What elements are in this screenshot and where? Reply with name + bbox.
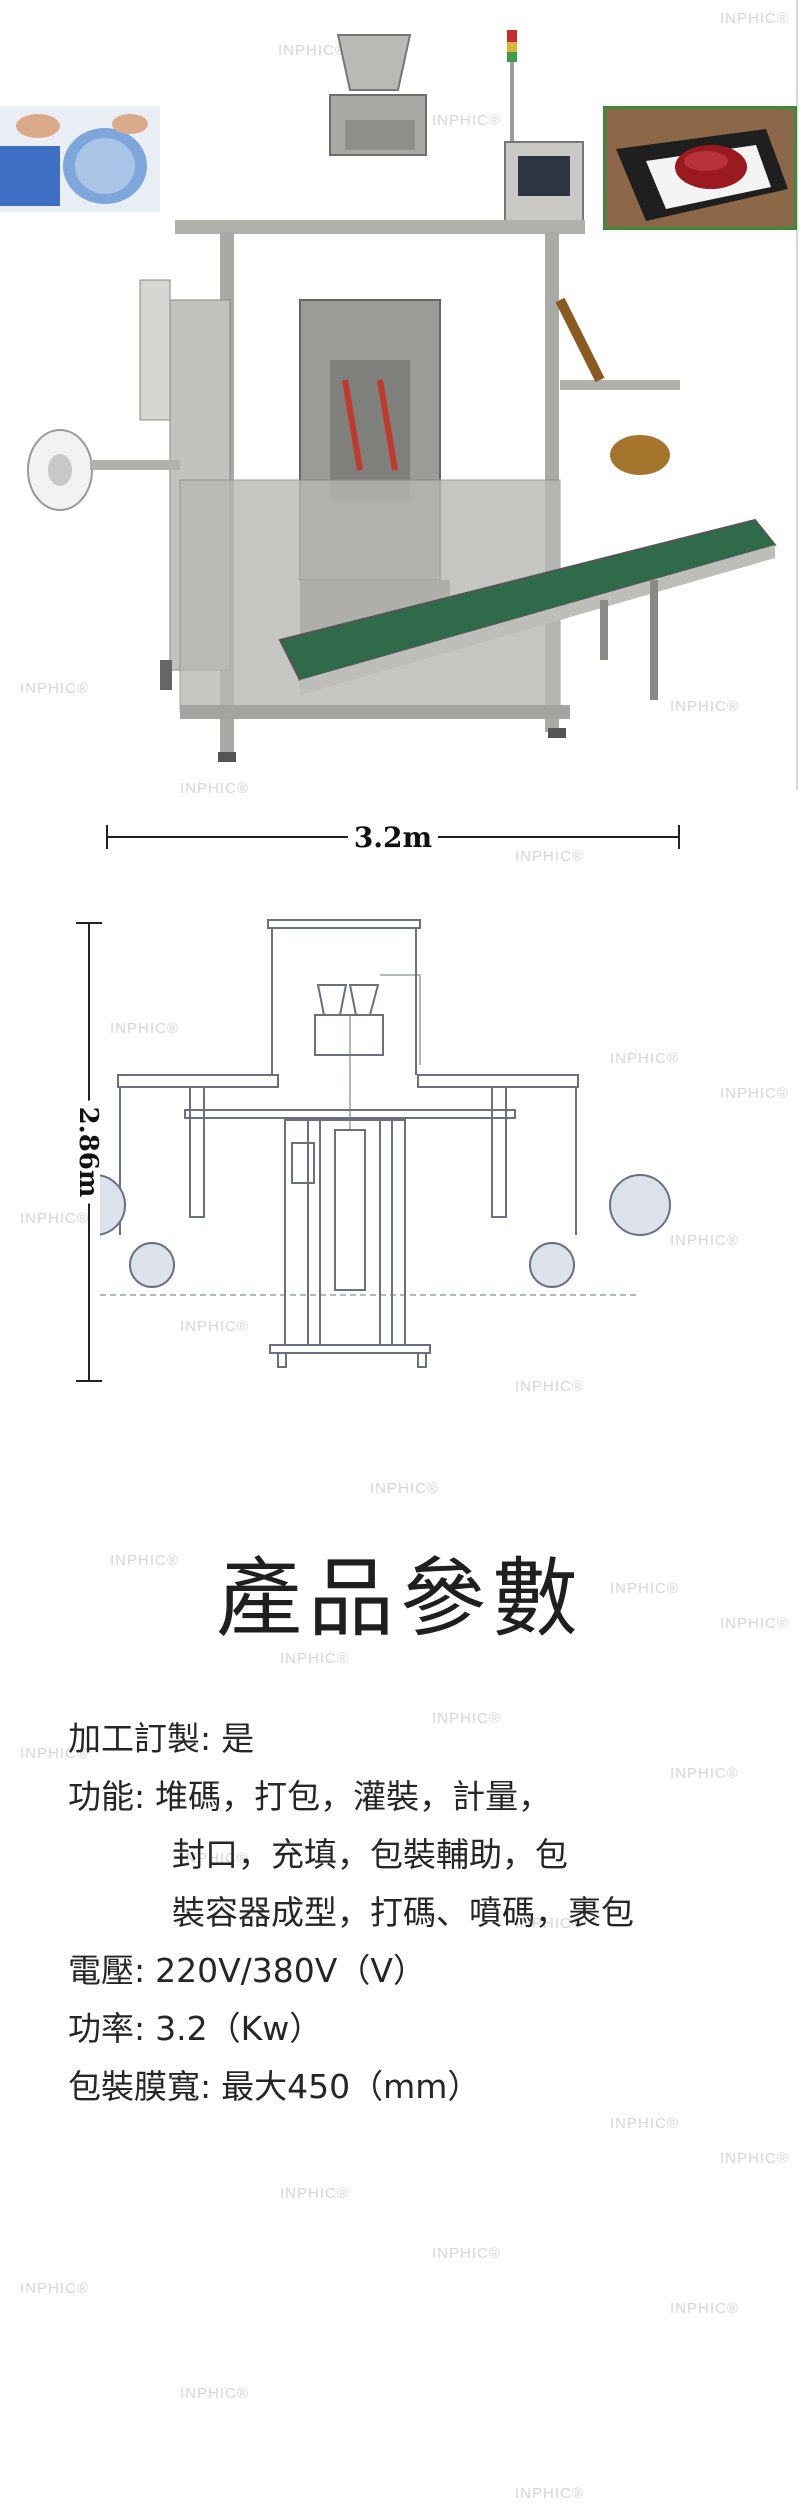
watermark: INPHIC® [20,2280,89,2297]
parameter-key: 功能: [68,1777,146,1816]
parameter-key: 加工訂製: [68,1719,212,1758]
watermark: INPHIC® [432,1710,501,1727]
parameter-value: 3.2（Kw） [155,2009,323,2048]
parameter-row: 包裝膜寬: 最大450（mm） [68,2058,768,2116]
machine-photo [27,30,777,762]
parameter-key: 功率: [68,2009,146,2048]
parameter-row: 加工訂製: 是 [68,1710,768,1768]
watermark: INPHIC® [515,1915,584,1932]
watermark: INPHIC® [670,1765,739,1782]
watermark: INPHIC® [610,2115,679,2132]
width-dimension-label: 3.2m [347,821,439,854]
parameter-list: 加工訂製: 是 功能: 堆碼，打包，灌裝，計量， 封口，充填，包裝輔助，包 裝容… [68,1710,768,2116]
watermark: INPHIC® [20,680,89,697]
watermark: INPHIC® [280,1650,349,1667]
parameter-value: 最大450（mm） [221,2067,481,2106]
parameter-value: 是 [221,1719,255,1758]
watermark: INPHIC® [610,1050,679,1067]
parameter-row: 電壓: 220V/380V（V） [68,1942,768,2000]
watermark: INPHIC® [670,1232,739,1249]
watermark: INPHIC® [670,2300,739,2317]
parameter-row: 功率: 3.2（Kw） [68,2000,768,2058]
watermark: INPHIC® [180,780,249,797]
watermark: INPHIC® [515,1378,584,1395]
watermark: INPHIC® [110,1552,179,1569]
watermark: INPHIC® [20,1210,89,1227]
parameter-key: 包裝膜寬: [68,2067,212,2106]
watermark: INPHIC® [720,10,789,27]
width-dimension: 3.2m [106,817,680,857]
watermark: INPHIC® [280,2185,349,2202]
parameter-value-continuation: 封口，充填，包裝輔助，包 [172,1835,568,1874]
watermark: INPHIC® [720,1615,789,1632]
parameter-row: 功能: 堆碼，打包，灌裝，計量， [68,1768,768,1826]
watermark: INPHIC® [370,1480,439,1497]
watermark: INPHIC® [278,42,347,59]
parameter-key: 電壓: [68,1951,146,1990]
height-dimension: 2.86m [60,922,120,1382]
meat-tray-inset-photo [603,106,797,230]
watermark: INPHIC® [432,2245,501,2262]
section-title: 產品參數 [216,1549,584,1649]
parameter-value-continuation: 裝容器成型，打碼、噴碼，裹包 [172,1893,634,1932]
parameter-value: 堆碼，打包，灌裝，計量， [155,1777,552,1816]
watermark: INPHIC® [180,1318,249,1335]
watermark: INPHIC® [515,848,584,865]
watermark: INPHIC® [180,1850,249,1867]
watermark: INPHIC® [515,2485,584,2502]
watermark: INPHIC® [20,1745,89,1762]
watermark: INPHIC® [670,698,739,715]
edge-rule [796,0,798,790]
height-dimension-label: 2.86m [73,1100,103,1204]
watermark: INPHIC® [610,1580,679,1597]
watermark: INPHIC® [110,1020,179,1037]
watermark: INPHIC® [180,2385,249,2402]
watermark: INPHIC® [720,2150,789,2167]
watermark: INPHIC® [720,1085,789,1102]
parameter-value: 220V/380V（V） [155,1951,426,1990]
technical-drawing [100,919,671,1368]
film-roll-inset-photo [0,106,160,212]
watermark: INPHIC® [432,112,501,129]
